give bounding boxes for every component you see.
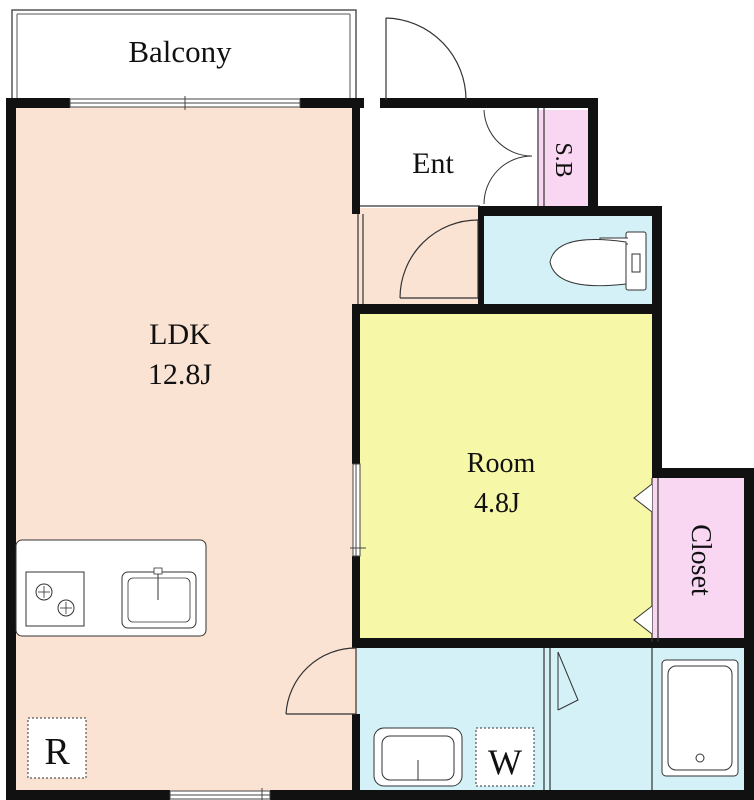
entrance-door — [385, 17, 467, 101]
room-area — [358, 312, 652, 642]
closet-label: Closet — [685, 524, 716, 596]
washer-label: W — [488, 742, 522, 782]
entrance-label: Ent — [412, 147, 454, 180]
washbasin — [373, 727, 463, 787]
fridge-space — [27, 717, 87, 779]
toilet-door — [399, 219, 479, 299]
shoe-box-area — [538, 110, 590, 208]
room-sliding-door — [350, 463, 366, 557]
room-size: 4.8J — [474, 488, 520, 519]
balcony-label: Balcony — [128, 34, 232, 69]
thin-partitions — [357, 108, 659, 790]
ldk-area — [12, 104, 358, 794]
ldk-size: 12.8J — [148, 358, 213, 391]
ldk-label: LDK — [149, 318, 211, 351]
fridge-label: R — [44, 731, 70, 773]
hallway-area — [358, 208, 482, 312]
closet-doors — [633, 483, 653, 635]
balcony-window — [69, 96, 301, 110]
bathtub — [661, 659, 739, 777]
shoe-box-label: S.B — [550, 142, 576, 177]
bath-door — [285, 647, 357, 715]
bathroom-inner-door — [557, 651, 579, 711]
entrance-area — [358, 104, 538, 208]
room-label: Room — [467, 448, 536, 479]
shoe-box-doors — [483, 109, 533, 205]
closet-area — [652, 478, 750, 642]
balcony-area — [12, 10, 356, 102]
walls — [6, 98, 754, 800]
bottom-window — [169, 788, 271, 800]
toilet-fixture — [549, 231, 647, 291]
kitchen-counter — [15, 539, 207, 637]
washer-space — [475, 727, 535, 787]
